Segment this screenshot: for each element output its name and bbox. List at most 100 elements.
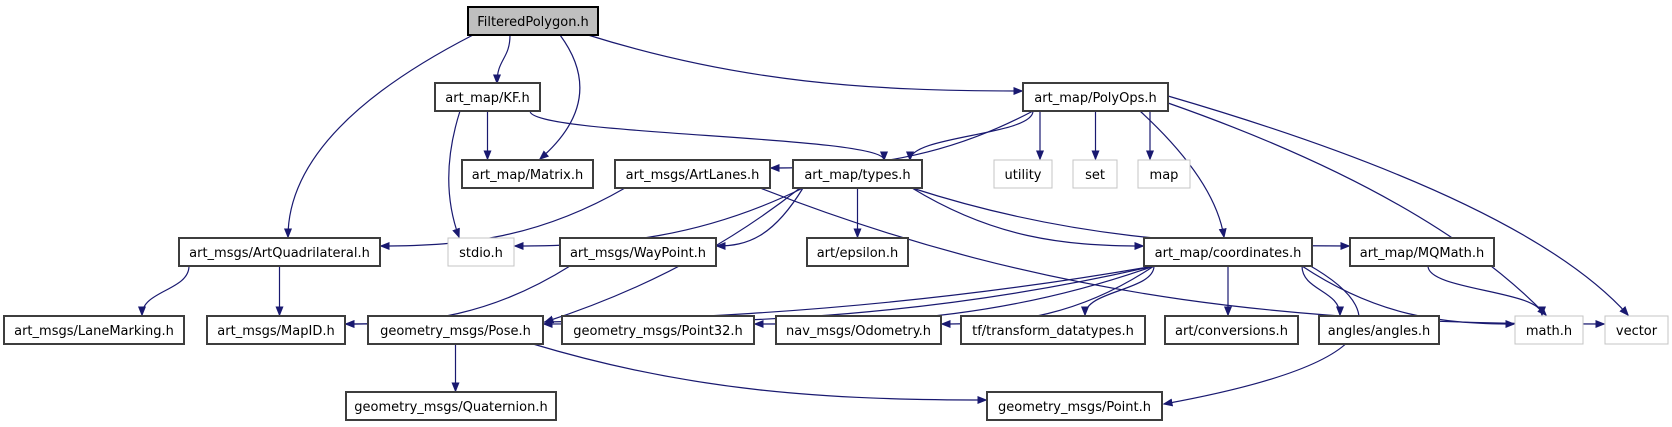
edge-art-map-types-h-to-art-msgs-waypoint-h bbox=[715, 187, 804, 250]
node-label: vector bbox=[1616, 324, 1658, 339]
edge-filteredpolygon-h-to-art-map-matrix-h bbox=[538, 34, 581, 160]
header-box[interactable] bbox=[559, 237, 717, 267]
header-box[interactable] bbox=[461, 159, 594, 189]
header-box[interactable] bbox=[960, 315, 1146, 345]
node-geometry-msgs-quaternion-h[interactable]: geometry_msgs/Quaternion.h bbox=[345, 391, 557, 421]
node-stdio-h: stdio.h bbox=[447, 237, 515, 267]
node-filteredpolygon-h: FilteredPolygon.h bbox=[467, 6, 599, 36]
header-box[interactable] bbox=[367, 315, 544, 345]
header-box[interactable] bbox=[1022, 82, 1169, 112]
node-art-msgs-waypoint-h[interactable]: art_msgs/WayPoint.h bbox=[559, 237, 717, 267]
header-box[interactable] bbox=[1143, 237, 1313, 267]
node-label: art_map/Matrix.h bbox=[472, 168, 583, 183]
edge-geometry-msgs-pose-h-to-geometry-msgs-point-h bbox=[532, 343, 988, 404]
node-utility: utility bbox=[993, 159, 1053, 189]
edge-art-map-coordinates-h-to-math-h bbox=[1301, 265, 1516, 328]
header-box[interactable] bbox=[986, 391, 1163, 421]
header-box[interactable] bbox=[345, 391, 557, 421]
node-map: map bbox=[1137, 159, 1191, 189]
node-math-h: math.h bbox=[1514, 315, 1584, 345]
node-label: math.h bbox=[1526, 324, 1572, 339]
node-label: map bbox=[1150, 168, 1179, 183]
node-art-map-kf-h[interactable]: art_map/KF.h bbox=[434, 82, 541, 112]
edge-art-map-kf-h-to-art-map-types-h bbox=[529, 110, 888, 162]
header-box[interactable] bbox=[1349, 237, 1495, 267]
node-art-msgs-lanemarking-h[interactable]: art_msgs/LaneMarking.h bbox=[3, 315, 185, 345]
header-box[interactable] bbox=[1318, 315, 1440, 345]
edge-filteredpolygon-h-to-art-map-polyops-h bbox=[587, 34, 1024, 95]
node-geometry-msgs-point32-h[interactable]: geometry_msgs/Point32.h bbox=[561, 315, 755, 345]
header-box[interactable] bbox=[561, 315, 755, 345]
node-art-epsilon-h[interactable]: art/epsilon.h bbox=[806, 237, 909, 267]
node-art-map-coordinates-h[interactable]: art_map/coordinates.h bbox=[1143, 237, 1313, 267]
node-nav-msgs-odometry-h[interactable]: nav_msgs/Odometry.h bbox=[775, 315, 942, 345]
edge-art-map-polyops-h-to-art-map-types-h bbox=[906, 110, 1034, 162]
node-tf-transform-datatypes-h[interactable]: tf/transform_datatypes.h bbox=[960, 315, 1146, 345]
node-label: stdio.h bbox=[459, 246, 503, 261]
node-label: art_map/KF.h bbox=[445, 91, 529, 106]
node-label: art_map/coordinates.h bbox=[1155, 246, 1302, 261]
node-label: tf/transform_datatypes.h bbox=[972, 324, 1134, 339]
edge-art-map-kf-h-to-stdio-h bbox=[448, 110, 461, 239]
node-label: art_map/PolyOps.h bbox=[1034, 91, 1156, 106]
header-box[interactable] bbox=[806, 237, 909, 267]
node-label: art/conversions.h bbox=[1175, 324, 1288, 339]
node-label: art/epsilon.h bbox=[817, 246, 899, 261]
header-box[interactable] bbox=[178, 237, 381, 267]
node-art-map-mqmath-h[interactable]: art_map/MQMath.h bbox=[1349, 237, 1495, 267]
node-label: FilteredPolygon.h bbox=[477, 15, 589, 30]
node-label: nav_msgs/Odometry.h bbox=[786, 324, 931, 339]
edge-art-map-mqmath-h-to-math-h bbox=[1427, 265, 1546, 317]
edge-art-map-polyops-h-to-vector bbox=[1167, 95, 1630, 317]
node-geometry-msgs-pose-h[interactable]: geometry_msgs/Pose.h bbox=[367, 315, 544, 345]
external-header-box bbox=[447, 237, 515, 267]
node-set: set bbox=[1072, 159, 1118, 189]
header-box[interactable] bbox=[614, 159, 771, 189]
node-art-conversions-h[interactable]: art/conversions.h bbox=[1164, 315, 1299, 345]
edge-art-map-coordinates-h-to-angles-angles-h bbox=[1301, 265, 1344, 317]
edge-art-map-polyops-h-to-art-map-coordinates-h bbox=[1139, 110, 1227, 239]
header-box bbox=[467, 6, 599, 36]
node-label: angles/angles.h bbox=[1328, 324, 1430, 339]
header-box[interactable] bbox=[434, 82, 541, 112]
header-box[interactable] bbox=[3, 315, 185, 345]
edge-art-msgs-artlanes-h-to-art-msgs-artquadrilateral-h bbox=[379, 187, 626, 250]
node-angles-angles-h[interactable]: angles/angles.h bbox=[1318, 315, 1440, 345]
node-vector: vector bbox=[1604, 315, 1669, 345]
external-header-box bbox=[1514, 315, 1584, 345]
external-header-box bbox=[993, 159, 1053, 189]
edge-art-map-polyops-h-to-math-h bbox=[1167, 102, 1548, 317]
node-label: utility bbox=[1005, 168, 1042, 183]
edge-art-msgs-artquadrilateral-h-to-art-msgs-lanemarking-h bbox=[138, 265, 190, 317]
header-box[interactable] bbox=[1164, 315, 1299, 345]
node-label: art_msgs/WayPoint.h bbox=[570, 246, 706, 261]
external-header-box bbox=[1604, 315, 1669, 345]
header-box[interactable] bbox=[775, 315, 942, 345]
edge-filteredpolygon-h-to-art-map-kf-h bbox=[493, 34, 511, 85]
node-geometry-msgs-point-h[interactable]: geometry_msgs/Point.h bbox=[986, 391, 1163, 421]
node-label: geometry_msgs/Pose.h bbox=[380, 324, 531, 339]
node-label: art_map/types.h bbox=[804, 168, 910, 183]
node-label: set bbox=[1085, 168, 1105, 183]
node-art-msgs-mapid-h[interactable]: art_msgs/MapID.h bbox=[206, 315, 346, 345]
node-label: art_msgs/ArtLanes.h bbox=[626, 168, 760, 183]
edge-filteredpolygon-h-to-art-msgs-artquadrilateral-h bbox=[284, 34, 474, 239]
node-art-map-matrix-h[interactable]: art_map/Matrix.h bbox=[461, 159, 594, 189]
header-box[interactable] bbox=[792, 159, 923, 189]
node-label: art_msgs/ArtQuadrilateral.h bbox=[189, 246, 370, 261]
node-label: geometry_msgs/Quaternion.h bbox=[354, 400, 547, 415]
header-box[interactable] bbox=[206, 315, 346, 345]
node-label: geometry_msgs/Point32.h bbox=[573, 324, 743, 339]
node-label: art_msgs/MapID.h bbox=[217, 324, 334, 339]
node-label: art_msgs/LaneMarking.h bbox=[14, 324, 174, 339]
node-art-msgs-artlanes-h[interactable]: art_msgs/ArtLanes.h bbox=[614, 159, 771, 189]
edge-art-map-types-h-to-art-map-coordinates-h bbox=[911, 187, 1145, 250]
node-art-map-types-h[interactable]: art_map/types.h bbox=[792, 159, 923, 189]
node-art-msgs-artquadrilateral-h[interactable]: art_msgs/ArtQuadrilateral.h bbox=[178, 237, 381, 267]
node-art-map-polyops-h[interactable]: art_map/PolyOps.h bbox=[1022, 82, 1169, 112]
edge-art-map-types-h-to-stdio-h bbox=[513, 187, 804, 250]
external-header-box bbox=[1137, 159, 1191, 189]
node-label: geometry_msgs/Point.h bbox=[998, 400, 1151, 415]
